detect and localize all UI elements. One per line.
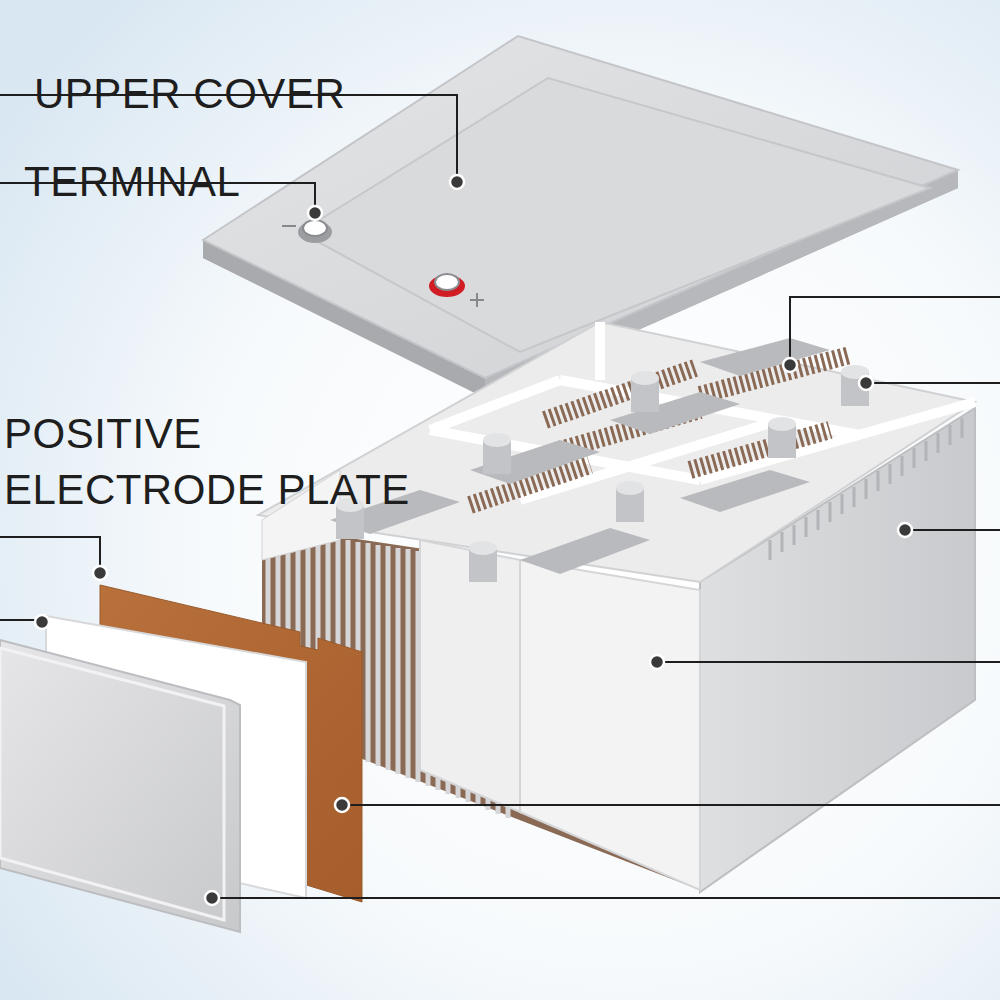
leader-dots — [35, 175, 912, 905]
positive-terminal — [435, 274, 459, 290]
leader-dot — [650, 655, 664, 669]
post-top — [616, 481, 644, 495]
leader-dot — [898, 523, 912, 537]
leader-line — [657, 661, 1000, 663]
minus-mark — [282, 225, 296, 227]
plus-mark — [470, 293, 484, 307]
bus-bar — [610, 392, 740, 434]
leader-dot — [205, 891, 219, 905]
leader-dot — [859, 376, 873, 390]
cover-panel — [300, 78, 930, 352]
part-label: TERMINAL — [24, 158, 284, 206]
post-top — [631, 371, 659, 385]
leader-line — [905, 529, 1000, 531]
leader-dot — [783, 358, 797, 372]
leader-dot — [335, 798, 349, 812]
leader-dot — [93, 566, 107, 580]
terminal-posts — [336, 365, 869, 582]
leader-lines — [0, 95, 1000, 898]
part-label: UPPER COVER — [34, 70, 374, 118]
leader-line — [342, 804, 1000, 806]
post-top — [483, 433, 511, 447]
leader-line — [0, 537, 100, 573]
leader-dot — [308, 206, 322, 220]
terminal-base — [298, 221, 332, 243]
post-top — [768, 417, 796, 431]
bus-bar — [700, 338, 830, 376]
separator-panel — [420, 540, 520, 812]
negative-plate — [0, 640, 240, 932]
leader-dot — [35, 615, 49, 629]
bus-bar — [520, 528, 650, 574]
bus-bar — [680, 470, 810, 512]
leader-line — [866, 382, 1000, 384]
post-top — [469, 541, 497, 555]
part-label: POSITIVE ELECTRODE PLATE — [4, 406, 444, 518]
leader-line — [212, 897, 1000, 899]
leader-line — [790, 297, 1000, 365]
cell-dividers — [430, 322, 975, 500]
separator-panel — [520, 560, 700, 890]
terminal-base — [429, 275, 465, 297]
plate-edge — [0, 648, 224, 920]
leader-dot — [450, 175, 464, 189]
bus-bar — [470, 440, 600, 484]
negative-terminal — [303, 220, 327, 236]
